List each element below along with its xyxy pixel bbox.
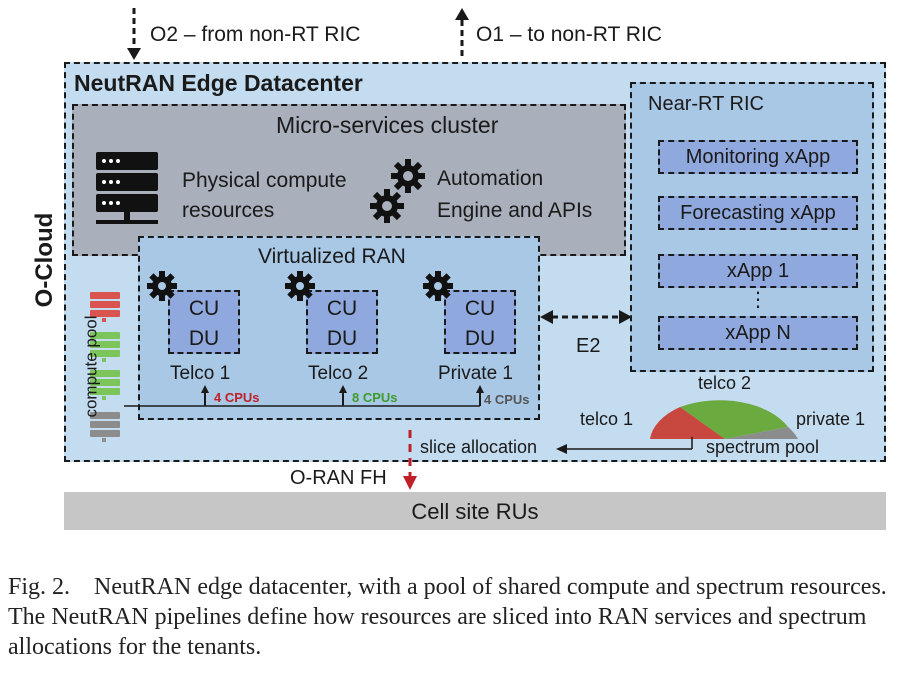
- spectrum-slice-telco1: [650, 407, 725, 439]
- xapp-n-label: xApp N: [725, 322, 791, 344]
- physical-compute-line1: Physical compute: [182, 169, 347, 192]
- xapp-1: [658, 254, 858, 288]
- spectrum-slice-telco2: [680, 400, 788, 439]
- caption-prefix: Fig. 2.: [8, 574, 71, 600]
- automation-line2: Engine and APIs: [437, 199, 593, 222]
- ric-title: Near-RT RIC: [648, 93, 764, 115]
- xapp-forecasting: [658, 196, 858, 230]
- cu-label-telco2: CU: [326, 297, 358, 320]
- cu-label-telco1: CU: [188, 297, 220, 320]
- spectrum-label-private1: private 1: [796, 409, 866, 429]
- cu-du-telco2: [306, 290, 378, 354]
- microservices-title: Micro-services cluster: [276, 112, 499, 138]
- cpu-label-private1: 4 CPUs: [484, 392, 530, 407]
- slice-allocation-label: slice allocation: [420, 437, 538, 457]
- cu-du-private1: [444, 290, 516, 354]
- cu-du-telco1: [168, 290, 240, 354]
- automation-gears-icon: [370, 159, 425, 223]
- compute-pool-servers: [90, 292, 120, 442]
- tenant-label-telco2: Telco 2: [308, 363, 369, 384]
- cell-site-rus: [64, 492, 886, 530]
- physical-compute-line2: resources: [182, 199, 275, 222]
- xapp-n: [658, 316, 858, 350]
- cpu-label-telco2: 8 CPUs: [352, 390, 398, 405]
- xapp-monitoring-label: Monitoring xApp: [685, 146, 831, 168]
- xapp-1-label: xApp 1: [726, 260, 790, 282]
- cell-site-label: Cell site RUs: [411, 499, 539, 524]
- o2-arrow-head: [127, 48, 141, 60]
- xapp-monitoring: [658, 140, 858, 174]
- cu-label-private1: CU: [464, 297, 496, 320]
- spectrum-label-telco2: telco 2: [698, 373, 752, 393]
- tenant-label-private1: Private 1: [438, 363, 513, 384]
- du-label-telco2: DU: [326, 327, 358, 350]
- datacenter-title: NeutRAN Edge Datacenter: [74, 70, 363, 96]
- o2-label: O2 – from non-RT RIC: [150, 23, 361, 46]
- cpu-label-telco1: 4 CPUs: [214, 390, 260, 405]
- du-label-telco1: DU: [188, 327, 220, 350]
- o1-label: O1 – to non-RT RIC: [476, 23, 662, 46]
- du-label-private1: DU: [464, 327, 496, 350]
- figure-caption: Fig. 2. NeutRAN edge datacenter, with a …: [8, 572, 913, 662]
- automation-line1: Automation: [437, 167, 544, 190]
- spectrum-slice-private1: [725, 427, 798, 439]
- vran-title: Virtualized RAN: [258, 245, 406, 268]
- o1-arrow-head: [455, 8, 469, 20]
- spectrum-label-telco1: telco 1: [580, 409, 634, 429]
- tenant-label-telco1: Telco 1: [170, 363, 231, 384]
- o2-o1-arrows: [127, 8, 469, 60]
- fronthaul-label: O-RAN FH: [290, 467, 387, 489]
- e2-label: E2: [576, 335, 601, 357]
- spectrum-pool-label: spectrum pool: [706, 437, 820, 457]
- server-rack-icon: [96, 152, 158, 224]
- caption-text: NeutRAN edge datacenter, with a pool of …: [8, 574, 887, 660]
- spectrum-pool-chart: [650, 400, 798, 439]
- xapp-ellipsis: ⋮: [748, 289, 768, 311]
- xapp-forecasting-label: Forecasting xApp: [680, 202, 836, 224]
